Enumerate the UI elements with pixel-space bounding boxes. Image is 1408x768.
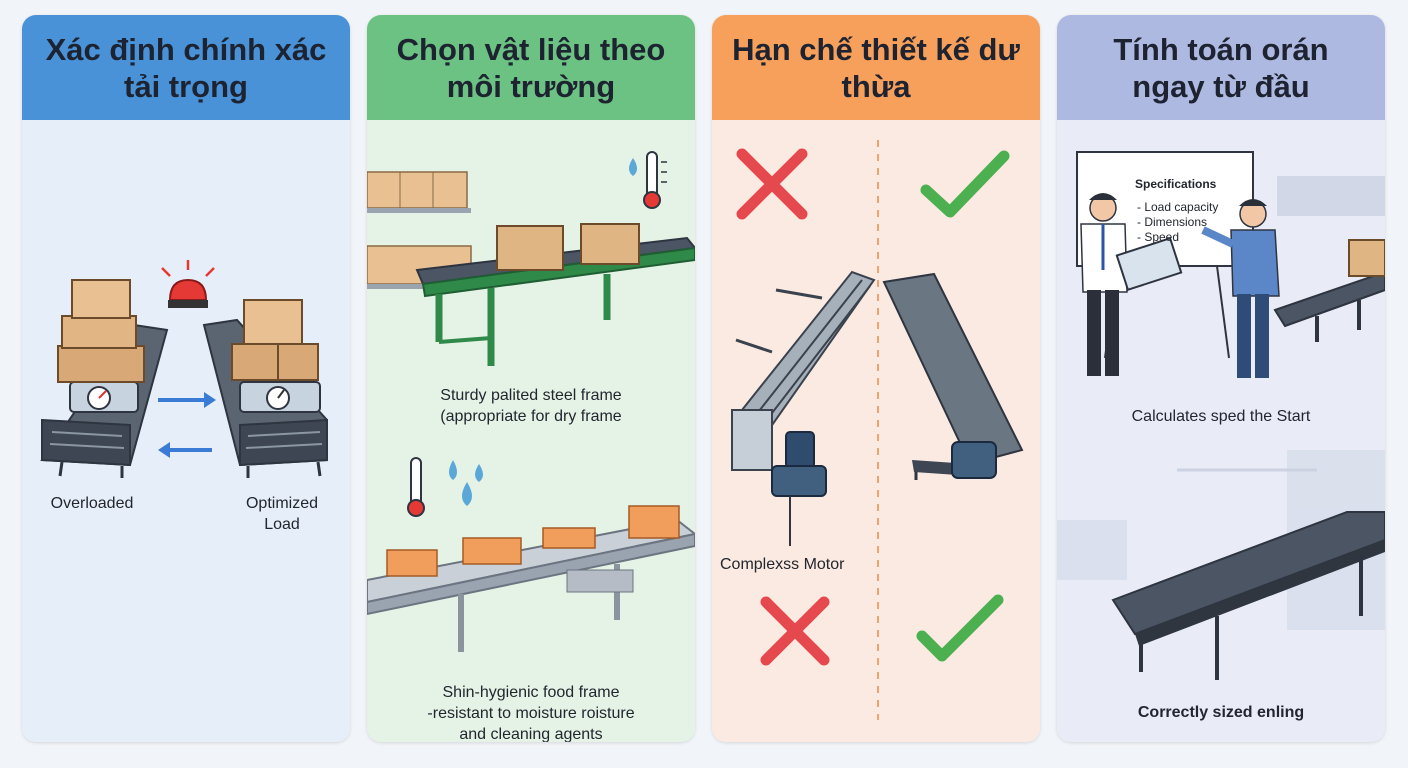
simple-conveyor <box>882 272 1024 480</box>
large-conveyor <box>1111 511 1385 680</box>
caption-calculates: Calculates sped the Start <box>1131 408 1311 425</box>
food-grade-conveyor <box>367 505 695 652</box>
label-overloaded: Overloaded <box>50 495 134 512</box>
load-comparison-illustration <box>40 260 328 478</box>
optimized-scale-icon <box>239 381 321 413</box>
caption-correctly-sized: Correctly sized enling <box>1137 704 1305 721</box>
panel-body: Sturdy palited steel frame (appropriate … <box>367 120 695 742</box>
panel-title: Xác định chính xác tải trọng <box>45 31 327 104</box>
panel-body: Specifications - Load capacity - Dimensi… <box>1057 120 1385 742</box>
board-item-dimensions: - Dimensions <box>1137 215 1208 229</box>
check-icon <box>920 150 1010 218</box>
warehouse-shelf <box>367 171 472 289</box>
planning-illustration <box>1057 151 1385 680</box>
overloaded-boxes <box>57 279 145 383</box>
caption-food-line1: Shin-hygienic food frame <box>442 684 620 701</box>
label-optimized-load: Optimized Load <box>245 495 319 533</box>
overloaded-scale-icon <box>69 381 139 413</box>
panel-header: Chọn vật liệu theo môi trường <box>367 15 695 120</box>
panel-material-selection: Chọn vật liệu theo môi trường <box>367 15 695 742</box>
panel-title: Chọn vật liệu theo môi trường <box>396 31 666 104</box>
board-heading: Specifications <box>1135 177 1217 191</box>
panel-header: Xác định chính xác tải trọng <box>22 15 350 120</box>
thermometer-droplet-icon <box>629 151 667 209</box>
panel-limit-redundant-design: Hạn chế thiết kế dư thừa <box>712 15 1040 742</box>
board-item-load-capacity: - Load capacity <box>1137 200 1219 214</box>
caption-food-line3: and cleaning agents <box>459 726 603 742</box>
panel-load-determination: Xác định chính xác tải trọng <box>22 15 350 742</box>
panel-title: Tính toán orán ngay từ đầu <box>1113 31 1329 104</box>
caption-food-line2: -resistant to moisture roisture <box>427 705 635 722</box>
panel-header: Hạn chế thiết kế dư thừa <box>712 15 1040 120</box>
panel-header: Tính toán orán ngay từ đầu <box>1057 15 1385 120</box>
small-conveyor <box>1273 239 1385 342</box>
thermometer-droplets-icon <box>407 457 483 517</box>
label-complex-motor: Complexss Motor <box>720 556 845 573</box>
board-item-speed: - Speed <box>1137 230 1180 244</box>
caption-steel-line1: Sturdy palited steel frame <box>440 387 622 404</box>
complex-conveyor <box>731 270 876 497</box>
panel-calculate-from-start: Tính toán orán ngay từ đầu <box>1057 15 1385 742</box>
direction-arrows-icon <box>158 392 216 458</box>
check-icon <box>916 594 1004 662</box>
engineer-right <box>1201 199 1280 378</box>
panel-body: Complexss Motor <box>712 120 1040 742</box>
design-comparison-illustration <box>731 140 1024 720</box>
optimized-boxes <box>231 299 319 381</box>
cross-icon <box>760 596 830 666</box>
material-illustration <box>367 151 695 652</box>
alarm-light-icon <box>161 260 215 308</box>
cross-icon <box>736 148 808 220</box>
caption-steel-line2: (appropriate for dry frame <box>440 408 622 425</box>
panel-body: Overloaded Optimized Load <box>22 120 350 742</box>
panel-title: Hạn chế thiết kế dư thừa <box>732 31 1020 104</box>
steel-frame-conveyor <box>415 223 695 366</box>
engineer-left <box>1080 193 1183 376</box>
